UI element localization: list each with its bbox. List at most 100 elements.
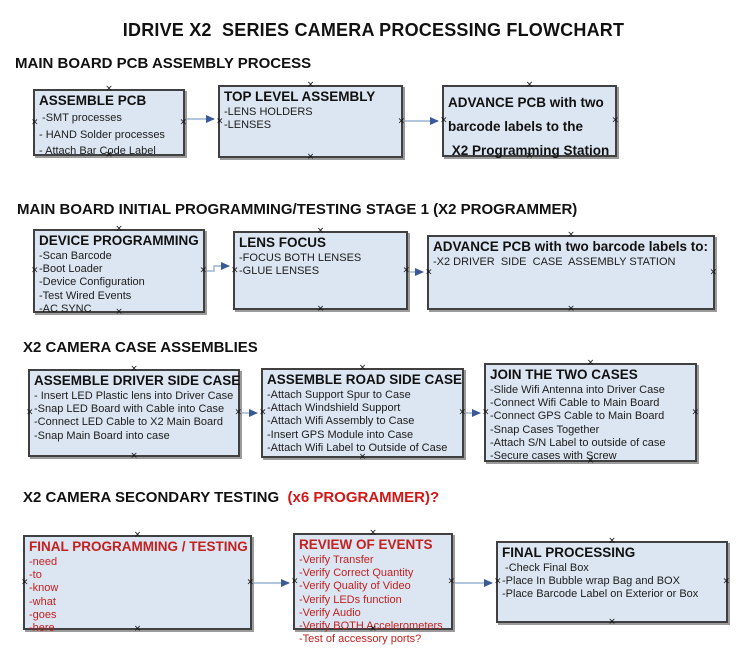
box-items: -Slide Wifi Antenna into Driver Case-Con…	[490, 384, 695, 463]
flow-box-join-the-two-cases: JOIN THE TWO CASES -Slide Wifi Antenna i…	[482, 359, 699, 466]
connection-point-marker: ×	[26, 407, 34, 418]
section-heading-red-part: (x6 PROGRAMMER)?	[283, 489, 440, 506]
box-line: -SMT processes	[39, 112, 122, 124]
box-line: -Place Barcode Label on Exterior or Box	[502, 588, 699, 601]
box-line: -Snap LED Board with Cable into Case	[34, 403, 225, 416]
box-items: -LENS HOLDERS-LENSES	[224, 106, 401, 132]
box-line: -Scan Barcode	[39, 250, 112, 262]
section-heading-initial-programming: MAIN BOARD INITIAL PROGRAMMING/TESTING S…	[17, 201, 578, 218]
box-line: - Insert LED Plastic lens into Driver Ca…	[34, 390, 234, 402]
box-title: REVIEW OF EVENTS	[299, 537, 433, 552]
connection-point-marker: ×	[306, 152, 315, 162]
box-line: -Verify Audio	[299, 606, 361, 619]
box-line: - Attach Bar Code Label	[39, 145, 156, 157]
box-line: -LENSES	[224, 119, 272, 132]
box-line: -Verify LEDs function	[299, 593, 402, 606]
flow-box-device-programming: DEVICE PROGRAMMING -Scan Barcode-Boot Lo…	[31, 225, 207, 317]
connection-point-marker: ×	[525, 80, 534, 90]
box-title: LENS FOCUS	[239, 235, 327, 250]
section-heading-pcb-assembly: MAIN BOARD PCB ASSEMBLY PROCESS	[15, 55, 312, 72]
flow-box-assemble-road-side-case: ASSEMBLE ROAD SIDE CASE -Attach Support …	[259, 364, 466, 462]
box-line: -Verify Correct Quantity	[299, 567, 414, 580]
box-line: -Verify BOTH Accelerometers	[299, 620, 443, 633]
box-line: -Connect LED Cable to X2 Main Board	[34, 416, 223, 429]
connection-point-marker: ×	[130, 451, 138, 461]
box-line: barcode labels to the	[448, 119, 584, 134]
box-title: TOP LEVEL ASSEMBLY	[224, 89, 376, 104]
connection-point-marker: ×	[31, 265, 39, 276]
box-items: -Verify Transfer-Verify Correct Quantity…	[299, 554, 451, 646]
box-line: -Connect GPS Cable to Main Board	[490, 410, 665, 423]
connection-point-marker: ×	[259, 407, 267, 418]
flow-box-final-programming-testing: FINAL PROGRAMMING / TESTING -need-to-kno…	[21, 531, 254, 635]
box-line: -Test of accessory ports?	[299, 633, 422, 646]
connection-point-marker: ×	[216, 116, 224, 126]
box-items: - Insert LED Plastic lens into Driver Ca…	[34, 390, 238, 443]
box-items: -Scan Barcode-Boot Loader-Device Configu…	[39, 250, 203, 316]
box-line: -Place In Bubble wrap Bag and BOX	[502, 575, 680, 588]
box-line: -Snap Main Board into case	[34, 429, 170, 442]
connection-point-marker: ×	[482, 407, 490, 417]
box-line: -Secure cases with Screw	[490, 450, 617, 463]
section-heading-case-assemblies: X2 CAMERA CASE ASSEMBLIES	[23, 339, 258, 356]
box-items: -X2 DRIVER SIDE CASE ASSEMBLY STATION	[433, 256, 713, 269]
box-line: -Verify Quality of Video	[299, 580, 411, 593]
connection-point-marker: ×	[231, 265, 239, 275]
box-line: -Insert GPS Module into Case	[267, 428, 414, 441]
connection-point-marker: ×	[440, 115, 448, 126]
connection-point-marker: ×	[291, 576, 299, 586]
box-items: -Check Final Box-Place In Bubble wrap Ba…	[502, 562, 726, 602]
flow-box-assemble-driver-side-case: ASSEMBLE DRIVER SIDE CASE - Insert LED P…	[26, 365, 242, 461]
box-line: -to	[29, 569, 42, 582]
flow-box-review-of-events: REVIEW OF EVENTS -Verify Transfer-Verify…	[291, 529, 455, 646]
box-line: -AC SYNC	[39, 302, 92, 315]
box-title: ASSEMBLE DRIVER SIDE CASE	[34, 373, 241, 388]
box-line: -here	[29, 622, 55, 635]
box-line: -X2 DRIVER SIDE CASE ASSEMBLY STATION	[433, 256, 676, 268]
box-title: ADVANCE PCB with two barcode labels to:	[433, 239, 709, 254]
box-items: -Attach Support Spur to Case-Attach Wind…	[267, 389, 462, 455]
box-line: -FOCUS BOTH LENSES	[239, 252, 362, 264]
box-line: -Attach Wifi Assembly to Case	[267, 415, 415, 428]
box-title: JOIN THE TWO CASES	[490, 367, 638, 382]
box-line: -Boot Loader	[39, 263, 103, 276]
connection-point-marker: ×	[316, 304, 325, 314]
box-items: -SMT processes - HAND Solder processes - A…	[39, 110, 183, 160]
box-line: -Device Configuration	[39, 276, 145, 289]
box-title: DEVICE PROGRAMMING	[39, 233, 199, 248]
connection-point-marker: ×	[21, 577, 29, 587]
connection-point-marker: ×	[567, 304, 575, 314]
section-heading-secondary-testing: X2 CAMERA SECONDARY TESTING (x6 PROGRAMM…	[23, 489, 439, 506]
box-line: -Test Wired Events	[39, 289, 132, 302]
box-line: -Attach Wifi Label to Outside of Case	[267, 441, 448, 454]
box-line: -goes	[29, 608, 57, 621]
box-line: -Snap Cases Together	[490, 423, 600, 436]
box-line: -Verify Transfer	[299, 554, 374, 566]
flowchart-title: IDRIVE X2 SERIES CAMERA PROCESSING FLOWC…	[122, 20, 625, 40]
box-title: FINAL PROGRAMMING / TESTING	[29, 539, 248, 554]
box-line: -Check Final Box	[502, 562, 589, 574]
box-line: -Attach S/N Label to outside of case	[490, 436, 666, 449]
flow-box-lens-focus: LENS FOCUS -FOCUS BOTH LENSES-GLUE LENSE…	[231, 227, 410, 314]
section-heading-black-part: X2 CAMERA SECONDARY TESTING	[23, 489, 284, 506]
box-line: -Connect Wifi Cable to Main Board	[490, 397, 660, 410]
box-items: ADVANCE PCB with two barcode labels to th…	[448, 91, 615, 163]
box-line: -Attach Windshield Support	[267, 402, 401, 415]
box-line: -what	[29, 595, 56, 608]
connection-point-marker: ×	[709, 267, 717, 277]
box-line: X2 Programming Station	[448, 143, 610, 158]
box-title: FINAL PROCESSING	[502, 545, 636, 560]
flow-box-assemble-pcb: ASSEMBLE PCB -SMT processes - HAND Solder…	[31, 85, 187, 160]
box-title: ASSEMBLE PCB	[39, 93, 147, 108]
box-items: -need-to-know-what-goes-here	[29, 556, 250, 635]
box-line: - HAND Solder processes	[39, 128, 165, 141]
box-title: ASSEMBLE ROAD SIDE CASE	[267, 372, 463, 387]
box-line: -need	[29, 556, 58, 568]
connection-point-marker: ×	[31, 117, 39, 127]
connection-point-marker: ×	[494, 576, 502, 587]
box-line: -LENS HOLDERS	[224, 106, 313, 118]
box-line: ADVANCE PCB with two	[448, 95, 604, 110]
box-line: -Attach Support Spur to Case	[267, 389, 411, 401]
connection-point-marker: ×	[608, 617, 616, 627]
